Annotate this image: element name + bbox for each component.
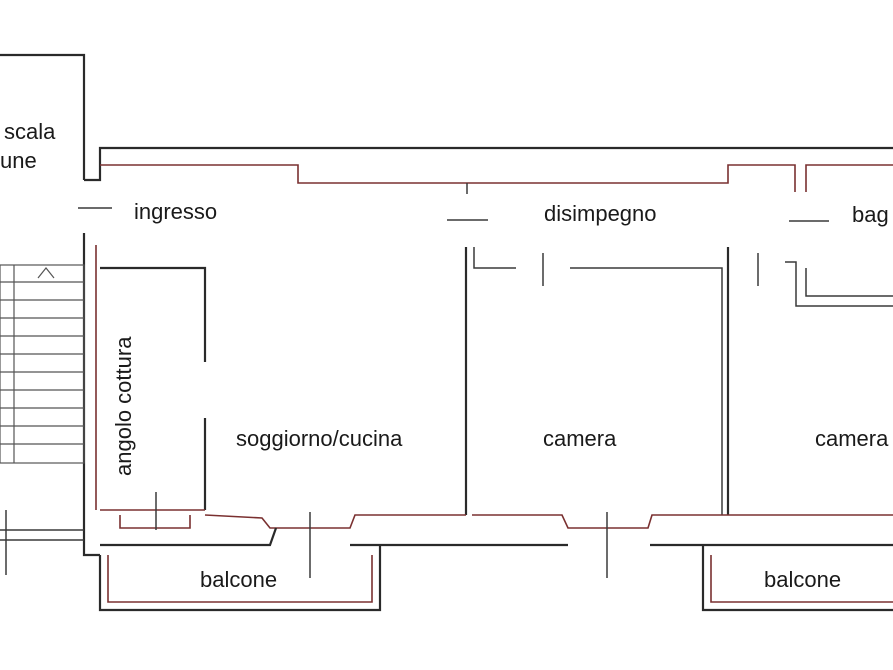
south-wall xyxy=(0,492,893,578)
label-ingresso: ingresso xyxy=(134,199,217,224)
label-vano-scala-line2: une xyxy=(0,148,37,173)
corridor-north-wall xyxy=(100,164,893,194)
balcony-1 xyxy=(98,545,382,612)
kitchen-walls xyxy=(82,233,207,557)
label-camera-2: camera xyxy=(815,426,889,451)
label-bagno: bag xyxy=(852,202,889,227)
door-marks xyxy=(78,207,829,286)
room-dividers xyxy=(464,247,893,515)
label-balcone-1: balcone xyxy=(200,567,277,592)
stairwell-walls xyxy=(0,53,893,182)
label-soggiorno-cucina: soggiorno/cucina xyxy=(236,426,403,451)
balcony-2 xyxy=(701,545,893,612)
label-angolo-cottura: angolo cottura xyxy=(111,336,136,476)
label-vano-scala-line1: scala xyxy=(4,119,56,144)
staircase xyxy=(0,264,85,464)
label-camera-1: camera xyxy=(543,426,617,451)
label-disimpegno: disimpegno xyxy=(544,201,657,226)
label-balcone-2: balcone xyxy=(764,567,841,592)
